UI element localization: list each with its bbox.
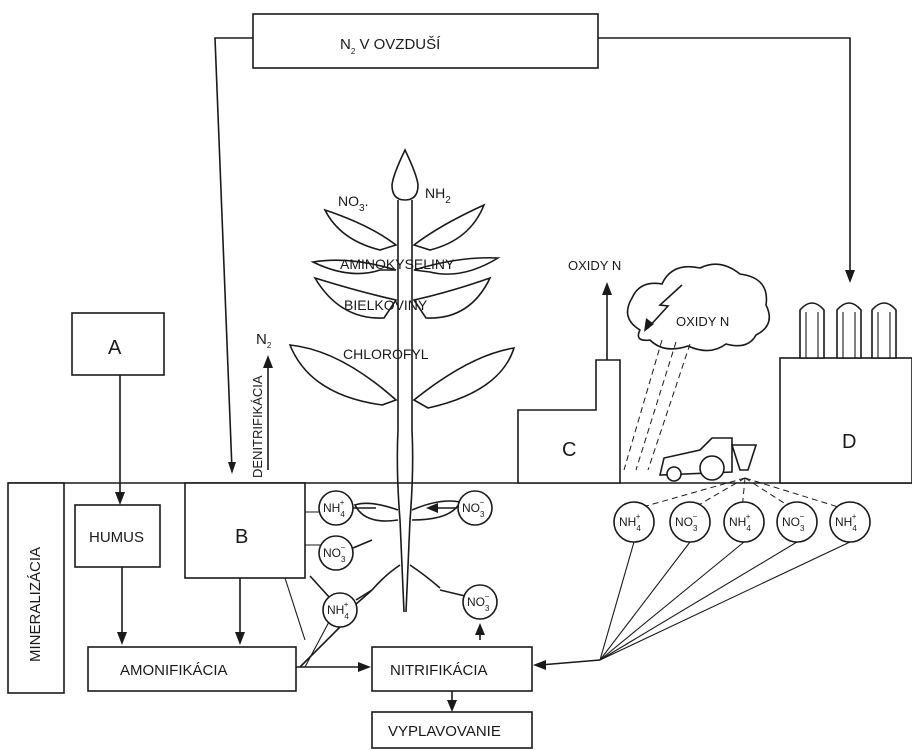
root	[355, 503, 398, 521]
amino-acids-label: AMINOKYSELINY	[340, 256, 455, 272]
arrowhead	[358, 662, 371, 672]
leaf	[414, 205, 484, 250]
box-c	[518, 360, 620, 483]
ion-to-nitr-line	[600, 542, 690, 660]
arrowhead	[602, 282, 612, 295]
ion-to-nitr-line	[600, 542, 850, 660]
ion-to-nitr-line	[600, 542, 744, 660]
tractor-wheel	[700, 456, 724, 480]
mineralization-label: MINERALIZÁCIA	[27, 547, 44, 662]
root	[410, 565, 440, 588]
arrowhead	[117, 632, 127, 645]
plant-nh2-label: NH2	[425, 185, 451, 206]
plant-bud	[392, 150, 418, 200]
ion-no3: NO3−	[777, 502, 817, 542]
box-c-label: C	[562, 439, 576, 461]
box-a-label: A	[108, 337, 122, 359]
arrowhead	[235, 632, 245, 645]
chimney	[872, 303, 896, 358]
no3-to-plant-arrow	[353, 540, 372, 548]
denitrification-group: DENITRIFIKÁCIA N2	[250, 331, 273, 478]
ion-to-nitr-line	[600, 542, 797, 660]
root	[372, 565, 400, 590]
arrowhead	[845, 270, 855, 283]
factory-d: D	[780, 303, 912, 483]
chimney	[800, 303, 824, 358]
ion-no3: NO3−	[670, 502, 710, 542]
humus-label: HUMUS	[89, 529, 144, 546]
ion-no3: NO3−	[458, 491, 492, 525]
amon-to-nh4-line	[305, 620, 330, 667]
no3-to-plant-arrow	[440, 590, 465, 596]
tractor-wheel	[667, 467, 681, 481]
box-b-label: B	[235, 526, 248, 548]
box-b-group: B	[185, 483, 322, 645]
ion-nh4: NH4+	[319, 491, 353, 525]
box-a-group: A HUMUS	[72, 313, 164, 645]
arrowhead	[115, 492, 125, 505]
leaf	[325, 210, 396, 250]
atmosphere-to-b-arrow	[215, 38, 253, 470]
ion-nh4: NH4+	[323, 593, 357, 627]
nh4-link	[300, 627, 340, 667]
nitrification-label: NITRIFIKÁCIA	[390, 662, 488, 679]
nh4-to-plant-arrow	[356, 590, 372, 600]
ion-nh4: NH4+	[614, 502, 654, 542]
box-d-label: D	[842, 431, 856, 453]
ion-no3: NO3−	[319, 536, 353, 570]
industry-c: C OXIDY N	[518, 258, 621, 483]
nh4-to-root-arrow	[310, 576, 330, 598]
ion-no3: NO3−	[463, 585, 497, 619]
chlorophyll-label: CHLOROFYL	[343, 346, 429, 362]
cloud-shape	[628, 264, 770, 350]
chimney-oxides-label: OXIDY N	[568, 258, 621, 273]
denitrification-gas: N2	[256, 331, 272, 350]
cloud: OXIDY N	[624, 264, 769, 470]
ion-nh4: NH4+	[724, 502, 764, 542]
atmosphere-group: N2 V OVZDUŠÍ	[215, 14, 855, 474]
arrowhead	[533, 660, 546, 670]
rain-line	[624, 340, 662, 470]
cloud-oxides-label: OXIDY N	[676, 314, 729, 329]
leaching-label: VYPLAVOVANIE	[388, 723, 501, 740]
arrowhead	[447, 700, 457, 712]
plant-ions: NH4+ NO3− NO3− NH4+ NO3−	[300, 491, 497, 667]
leaf	[414, 348, 514, 408]
fertilizer-ions: NH4+ NO3− NH4+ NO3− NH4+	[533, 478, 870, 670]
ion-nh4: NH4+	[830, 502, 870, 542]
box-d	[780, 358, 912, 483]
arrowhead	[475, 623, 485, 635]
b-down-line	[285, 578, 305, 640]
proteins-label: BIELKOVINY	[344, 297, 428, 313]
denitrification-label: DENITRIFIKÁCIA	[250, 375, 265, 478]
chimney	[837, 303, 861, 358]
arrowhead	[228, 462, 236, 474]
arrowhead	[263, 355, 273, 368]
ammonification-label: AMONIFIKÁCIA	[120, 662, 228, 679]
tractor-icon	[660, 438, 756, 481]
spreader	[732, 445, 756, 470]
fertilizer-to-nitr-arrow	[540, 660, 600, 665]
atmosphere-to-d-arrow	[598, 38, 850, 278]
plant-no3-label: NO3.	[338, 193, 368, 214]
